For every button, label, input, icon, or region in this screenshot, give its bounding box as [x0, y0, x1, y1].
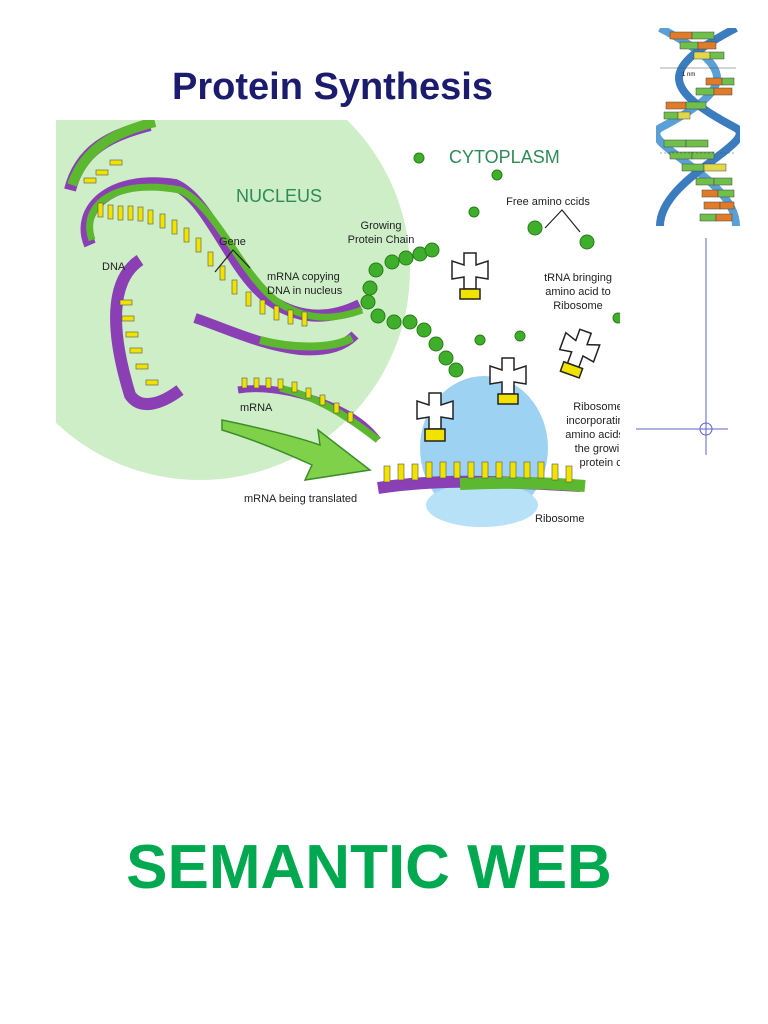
label-gene: Gene	[219, 236, 246, 248]
label-dna: DNA	[102, 261, 126, 273]
label-free-amino: Free amino ccids	[506, 196, 590, 208]
label-ribosome-inc-1: Ribosome	[573, 401, 620, 413]
mrna-translated-strand	[377, 461, 586, 494]
label-ribosome-inc-3: amino acids into	[565, 429, 620, 441]
mrna-strand	[237, 377, 381, 443]
slide-title: Protein Synthesis	[172, 66, 493, 108]
dna-helix-image: 1 nm	[656, 28, 740, 226]
label-trna-3: Ribosome	[553, 300, 603, 312]
dna-strand	[64, 120, 364, 410]
transport-arrow	[221, 419, 372, 481]
slide-subtitle: SEMANTIC WEB	[126, 833, 612, 902]
free-amino-acids	[413, 152, 620, 346]
label-trna-1: tRNA bringing	[544, 272, 612, 284]
label-ribosome-inc-4: the growing	[575, 443, 620, 455]
label-trna-2: amino acid to	[545, 286, 610, 298]
label-nucleus: NUCLEUS	[236, 186, 322, 206]
label-mrna-translated: mRNA being translated	[244, 493, 357, 505]
label-mrna-copying-1: mRNA copying	[267, 271, 340, 283]
label-ribosome-inc-2: incorporating	[566, 415, 620, 427]
protein-synthesis-diagram: CYTOPLASM NUCLEUS DNA Gene mRNA copying …	[0, 120, 620, 530]
label-growing-2: Protein Chain	[348, 234, 415, 246]
label-ribosome: Ribosome	[535, 513, 585, 525]
label-cytoplasm: CYTOPLASM	[449, 147, 560, 167]
label-mrna-copying-2: DNA in nucleus	[267, 285, 343, 297]
label-mrna: mRNA	[240, 402, 273, 414]
helix-scale-label: 1 nm	[682, 72, 695, 78]
label-ribosome-inc-5: protein chain	[580, 457, 621, 469]
amino-acid-chain	[360, 242, 464, 378]
trna-molecules	[416, 252, 601, 442]
label-growing-1: Growing	[361, 220, 402, 232]
nucleus-region	[0, 120, 410, 480]
